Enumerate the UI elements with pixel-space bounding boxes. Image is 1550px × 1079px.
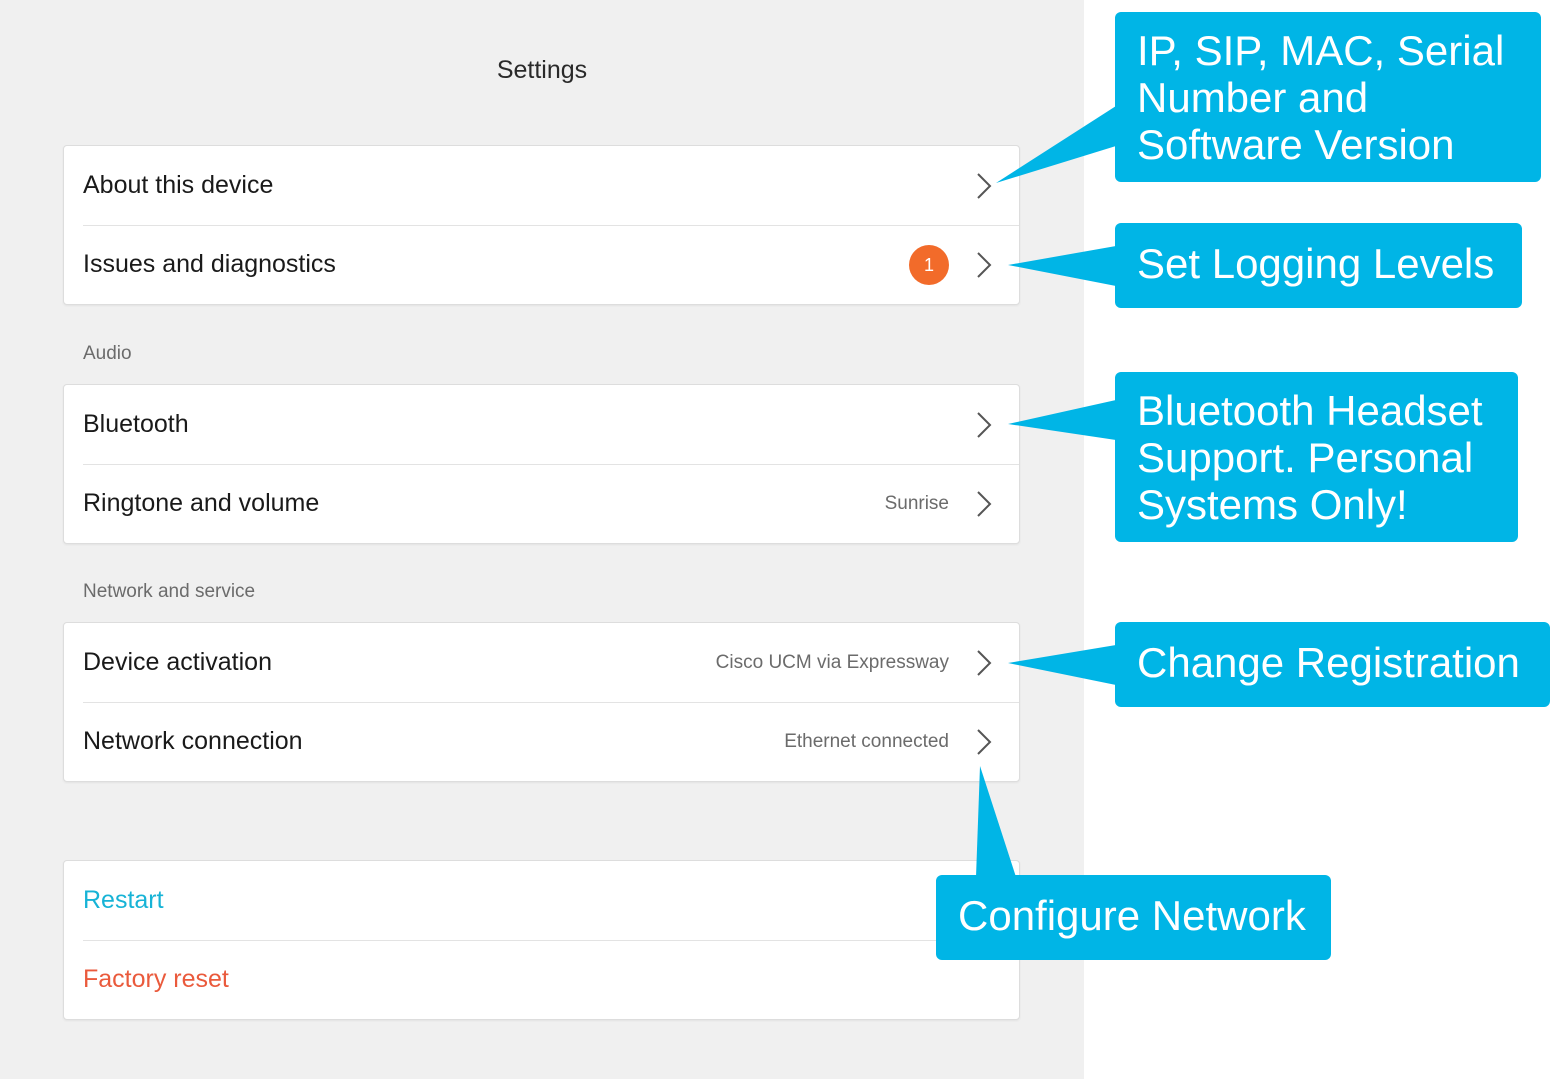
page-title: Settings <box>496 56 588 84</box>
bluetooth-callout: Bluetooth Headset Support. Personal Syst… <box>1115 372 1518 542</box>
issues-diagnostics-row[interactable]: Issues and diagnostics 1 <box>64 225 1019 304</box>
ringtone-volume-row[interactable]: Ringtone and volume Sunrise <box>64 464 1019 543</box>
network-callout: Configure Network <box>936 875 1331 960</box>
chevron-right-icon <box>977 491 992 517</box>
network-connection-row[interactable]: Network connection Ethernet connected <box>64 702 1019 781</box>
activation-callout: Change Registration <box>1115 622 1550 707</box>
issues-callout: Set Logging Levels <box>1115 223 1522 308</box>
bluetooth-callout-pointer <box>1008 400 1116 440</box>
restart-row[interactable]: Restart <box>64 861 1019 940</box>
about-device-label: About this device <box>83 171 274 199</box>
audio-card: Bluetooth Ringtone and volume Sunrise <box>63 384 1020 544</box>
network-section-heading: Network and service <box>83 581 256 602</box>
ringtone-value: Sunrise <box>884 492 949 514</box>
chevron-right-icon <box>977 412 992 438</box>
factory-reset-button[interactable]: Factory reset <box>83 965 229 993</box>
factory-reset-row[interactable]: Factory reset <box>64 940 1019 1019</box>
network-connection-value: Ethernet connected <box>784 730 949 752</box>
device-activation-label: Device activation <box>83 648 272 676</box>
about-callout: IP, SIP, MAC, Serial Number and Software… <box>1115 12 1541 182</box>
bluetooth-label: Bluetooth <box>83 410 189 438</box>
device-activation-row[interactable]: Device activation Cisco UCM via Expressw… <box>64 623 1019 702</box>
actions-card: Restart Factory reset <box>63 860 1020 1020</box>
network-callout-pointer <box>976 766 1016 877</box>
chevron-right-icon <box>977 729 992 755</box>
activation-callout-pointer <box>1008 645 1116 685</box>
network-card: Device activation Cisco UCM via Expressw… <box>63 622 1020 782</box>
network-connection-label: Network connection <box>83 727 303 755</box>
issues-diagnostics-label: Issues and diagnostics <box>83 250 336 278</box>
chevron-right-icon <box>977 173 992 199</box>
issues-callout-pointer <box>1008 246 1116 286</box>
about-callout-pointer <box>996 106 1116 183</box>
restart-button[interactable]: Restart <box>83 886 164 914</box>
about-device-row[interactable]: About this device <box>64 146 1019 225</box>
chevron-right-icon <box>977 252 992 278</box>
ringtone-volume-label: Ringtone and volume <box>83 489 320 517</box>
device-activation-value: Cisco UCM via Expressway <box>715 651 949 673</box>
audio-section-heading: Audio <box>83 343 132 364</box>
notification-badge: 1 <box>909 245 949 285</box>
settings-screen: Settings About this device Issues and di… <box>0 0 1084 1079</box>
device-card: About this device Issues and diagnostics… <box>63 145 1020 305</box>
chevron-right-icon <box>977 650 992 676</box>
bluetooth-row[interactable]: Bluetooth <box>64 385 1019 464</box>
